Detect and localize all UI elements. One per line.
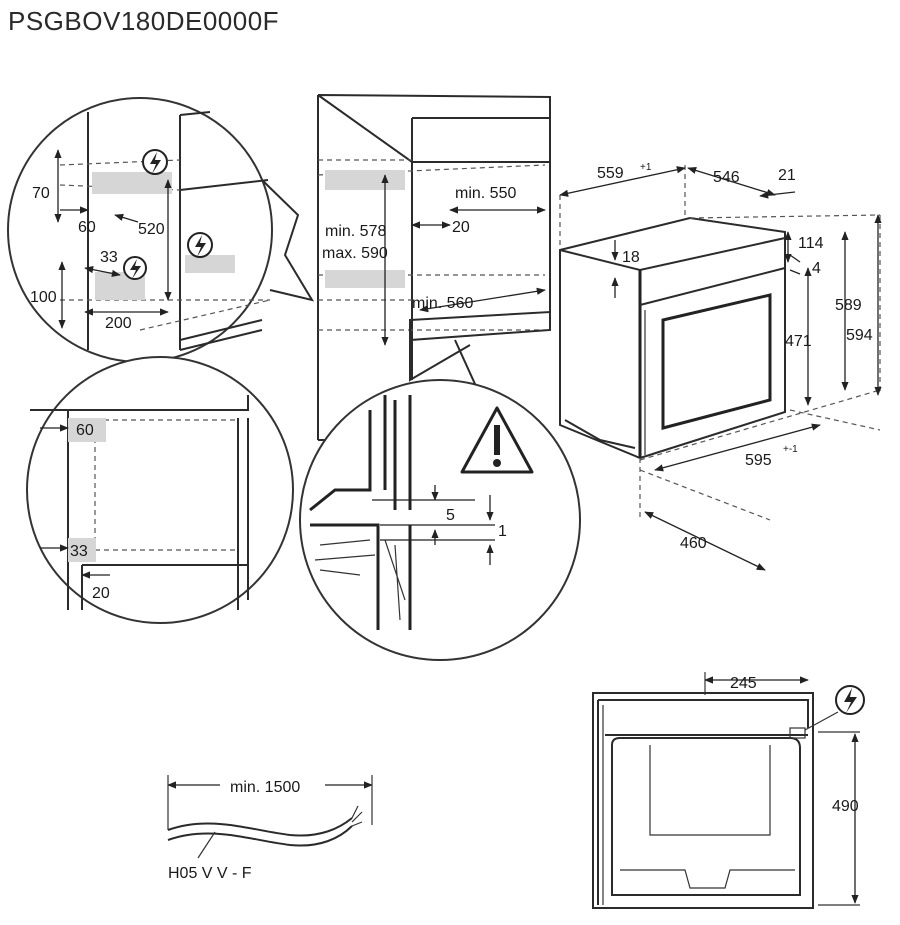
dim-595-tolerance: +-1 <box>783 444 798 455</box>
electric-hazard-icon <box>835 685 865 715</box>
dim-245: 245 <box>730 675 757 692</box>
dim-546: 546 <box>713 169 740 186</box>
electric-hazard-icon <box>142 149 168 175</box>
rear-view-drawing <box>592 672 860 909</box>
cable-drawing <box>167 775 373 859</box>
dim-4: 4 <box>812 260 821 277</box>
dim-589: 589 <box>835 297 862 314</box>
dim-21: 21 <box>778 167 796 184</box>
detail-top-left <box>7 97 315 363</box>
dim-559: 559 <box>597 165 624 182</box>
dim-200: 200 <box>105 315 132 332</box>
dim-70: 70 <box>32 185 50 202</box>
dim-20-bottom: 20 <box>92 585 110 602</box>
dim-460: 460 <box>680 535 707 552</box>
dim-min-550: min. 550 <box>455 185 516 202</box>
dim-20-cabinet: 20 <box>452 219 470 236</box>
detail-bottom-center <box>299 339 581 661</box>
dim-max-590: max. 590 <box>322 245 388 262</box>
dim-559-tolerance: +1 <box>640 162 652 173</box>
electric-hazard-icon <box>187 232 213 258</box>
dim-18: 18 <box>622 249 640 266</box>
dim-min-578: min. 578 <box>325 223 386 240</box>
dim-1: 1 <box>498 523 507 540</box>
dim-100: 100 <box>30 289 57 306</box>
page-title: PSGBOV180DE0000F <box>8 6 280 36</box>
cable-type-label: H05 V V - F <box>168 865 252 882</box>
dim-5: 5 <box>446 507 455 524</box>
dim-min-1500: min. 1500 <box>230 779 300 796</box>
dim-33-bottom: 33 <box>70 543 88 560</box>
dim-471: 471 <box>785 333 812 350</box>
detail-bottom-left <box>26 356 294 624</box>
dim-60-top: 60 <box>78 219 96 236</box>
electric-hazard-icon <box>123 256 147 280</box>
dim-520: 520 <box>138 221 165 238</box>
dim-60-bottom: 60 <box>76 422 94 439</box>
warning-triangle-icon <box>460 406 534 474</box>
dim-114: 114 <box>798 235 824 252</box>
dim-594: 594 <box>846 327 873 344</box>
dim-490: 490 <box>832 798 859 815</box>
dim-595: 595 <box>745 452 772 469</box>
cabinet-drawing <box>317 94 551 441</box>
dim-min-560: min. 560 <box>412 295 473 312</box>
oven-drawing <box>559 165 882 571</box>
dim-33-top: 33 <box>100 249 118 266</box>
